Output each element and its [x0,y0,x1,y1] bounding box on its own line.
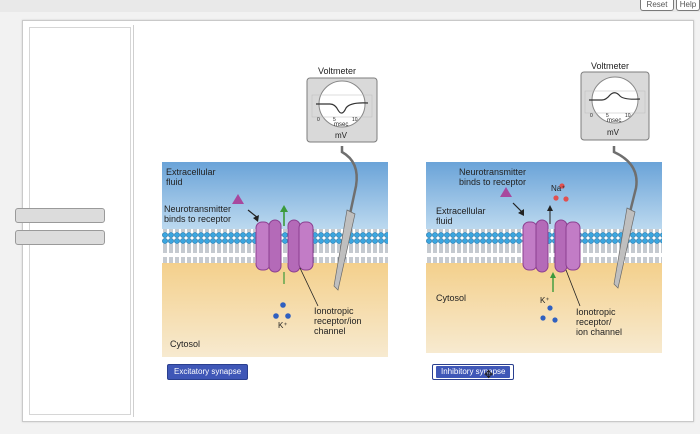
ion-particle [547,305,553,311]
extracellular-label: Extracellular fluid [436,206,486,226]
inhibitory-synapse-label: Inhibitory synapse [436,366,511,378]
voltmeter-tick: 0 [590,113,593,119]
voltmeter-trace [316,102,369,114]
panel-divider [133,25,134,417]
voltmeter-unit: mV [335,131,347,140]
inhibitory-synapse-tag[interactable]: Inhibitory synapse [432,364,515,380]
ion-particle [553,195,559,201]
empty-label-slot[interactable] [15,208,105,223]
ion-particle [280,302,286,308]
ion-particle [285,313,291,319]
cytosol-label: Cytosol [436,293,467,303]
receptor-label: Ionotropic receptor/ion channel [314,306,362,336]
receptor-label: Ionotropic receptor/ ion channel [576,307,623,337]
excitatory-synapse-tag[interactable]: Excitatory synapse [167,364,249,380]
extracellular-region [426,162,662,229]
voltmeter-wire [340,146,358,215]
ion-particle [552,317,558,323]
ion-channel [255,219,314,273]
window-top-strip [0,0,700,12]
electrode [333,209,356,291]
voltmeter-wire [612,146,638,213]
voltmeter-tick: 5 [333,117,336,123]
inhibitory-diagram [426,71,662,353]
ion-particle [563,196,569,202]
move-cursor-icon: ✥ [484,369,494,381]
ion-label: K⁺ [540,296,550,305]
voltmeter-title: Voltmeter [318,66,357,76]
extracellular-label: Extracellular fluid [166,167,216,187]
voltmeter-tick: 10 [625,113,631,119]
binding-arrow [512,202,523,213]
neurotransmitter-label: Neurotransmitter binds to receptor [164,204,232,224]
ion-particle [540,315,546,321]
neurotransmitter [500,187,512,197]
voltmeter-time-unit: msec [334,122,349,128]
neurotransmitter [232,194,244,204]
ion-channel [522,219,581,273]
voltmeter-time-unit: msec [607,118,622,124]
cytosol-region [162,263,388,357]
empty-label-slot[interactable] [15,230,105,245]
ion-label: Na⁺ [551,184,566,193]
cytosol-label: Cytosol [170,339,201,349]
voltmeter-tick: 0 [317,117,320,123]
voltmeter-tick: 5 [606,113,609,119]
ion-particle [273,313,279,319]
electrode [613,207,636,289]
receptor-leader-line [299,267,319,307]
voltmeter-unit: mV [607,128,619,137]
excitatory-diagram [162,77,388,357]
neurotransmitter-label: Neurotransmitter binds to receptor [459,167,527,187]
ion-label: K⁺ [278,321,288,330]
voltmeter-tick: 10 [352,117,358,123]
voltmeter-trace [589,92,641,101]
cytosol-region [426,263,662,353]
ion-particle [559,183,565,189]
voltmeter-title: Voltmeter [591,61,630,71]
receptor-leader-line [565,269,581,307]
reset-button[interactable]: Reset [640,0,674,11]
